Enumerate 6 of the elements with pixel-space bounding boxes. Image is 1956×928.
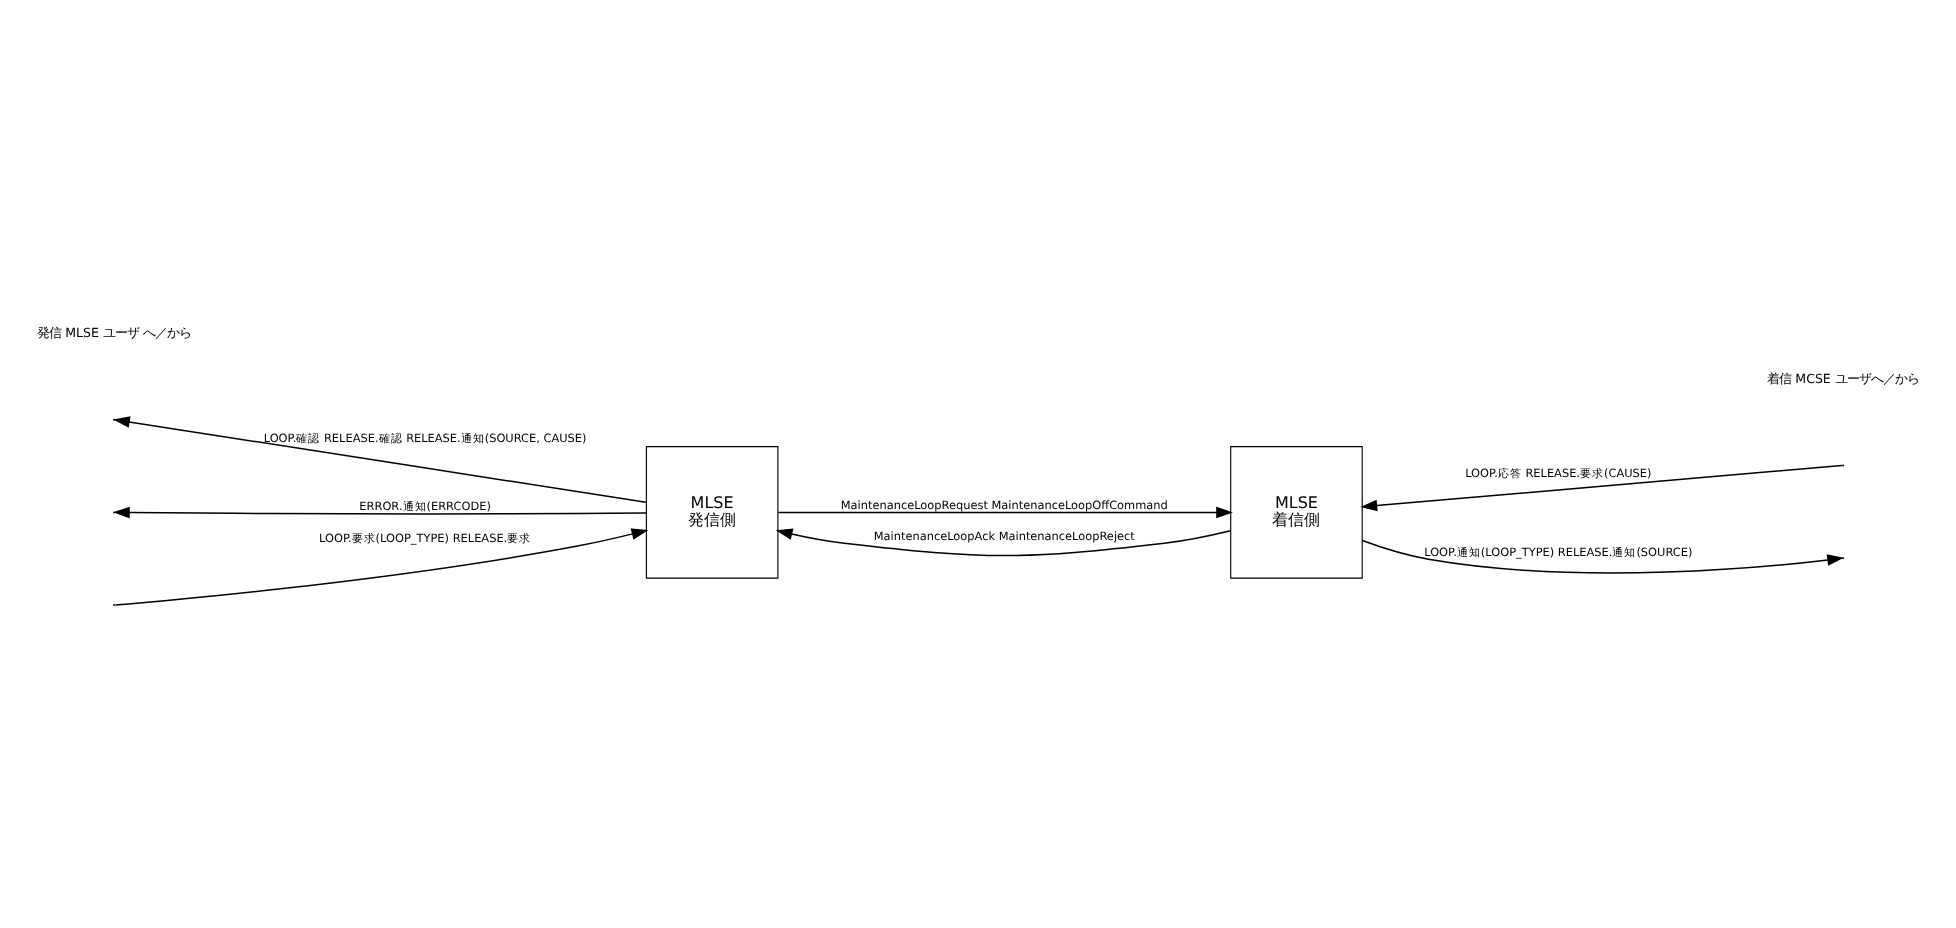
arrow <box>1360 464 1843 512</box>
arrow <box>113 416 647 503</box>
arrow <box>1361 539 1844 574</box>
arrow <box>775 528 1232 557</box>
arrow <box>114 528 649 606</box>
arrow <box>777 506 1233 519</box>
